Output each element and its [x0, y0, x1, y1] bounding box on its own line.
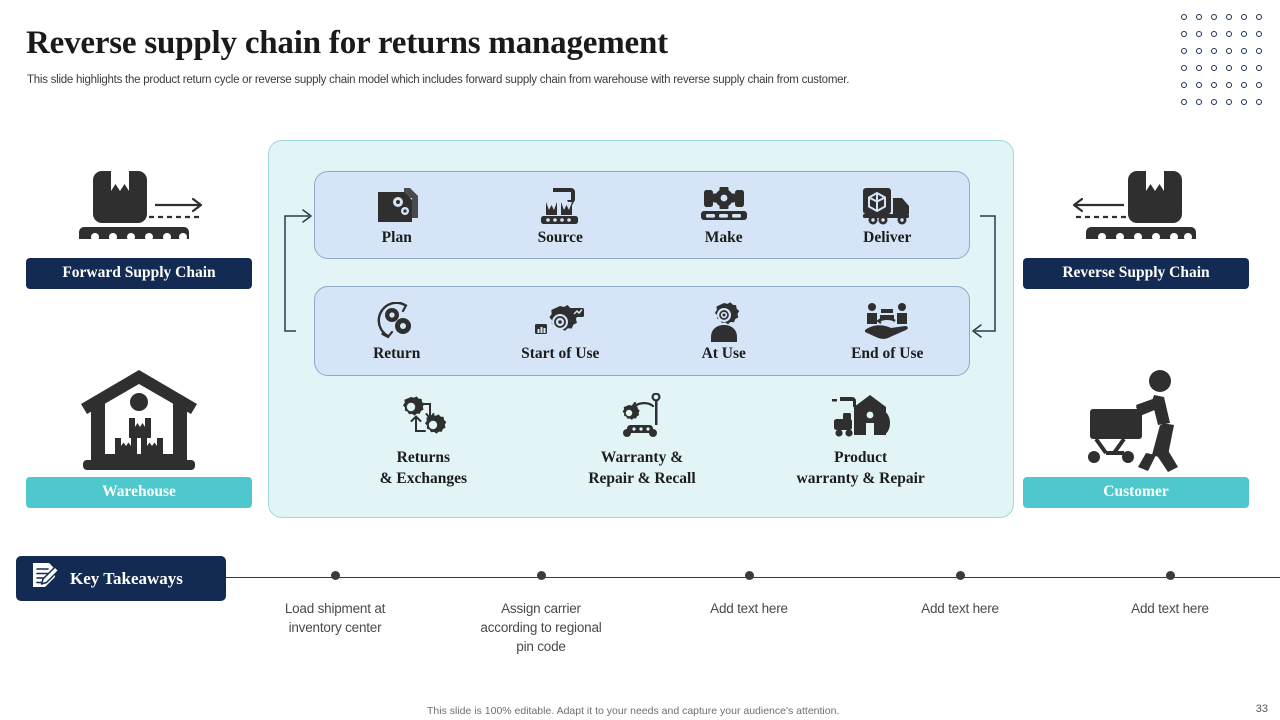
- panel-bottom-items: Returns & Exchanges: [314, 393, 970, 489]
- warranty-repair-robot-icon: [615, 393, 669, 439]
- page-subtitle: This slide highlights the product return…: [27, 74, 850, 86]
- bottom-item-label: Warranty & Repair & Recall: [588, 449, 696, 487]
- process-cell-make[interactable]: Make: [642, 172, 806, 258]
- source-crane-icon: [537, 184, 583, 226]
- process-cell-plan[interactable]: Plan: [315, 172, 479, 258]
- process-label: Start of Use: [521, 345, 600, 363]
- timeline-item-5[interactable]: Add text here: [1085, 571, 1255, 618]
- timeline-dot: [1165, 571, 1175, 580]
- customer-shopping-cart-icon: [1023, 365, 1249, 477]
- timeline-item-3[interactable]: Add text here: [664, 571, 834, 618]
- bottom-item-product-warranty-repair[interactable]: Product warranty & Repair: [751, 393, 970, 489]
- bottom-item-label: Returns & Exchanges: [379, 449, 468, 487]
- plan-document-gear-icon: [374, 184, 420, 226]
- process-cell-source[interactable]: Source: [479, 172, 643, 258]
- product-warranty-shop-icon: [830, 393, 892, 439]
- bottom-item-label: Product warranty & Repair: [796, 449, 925, 487]
- timeline-text: Add text here: [1131, 601, 1209, 616]
- timeline-text: Add text here: [921, 601, 999, 616]
- process-label: End of Use: [851, 345, 924, 363]
- document-pencil-icon: [30, 561, 60, 596]
- process-label: Plan: [381, 229, 412, 247]
- start-of-use-gear-icon: [533, 300, 587, 342]
- forward-supply-chain-badge[interactable]: Forward Supply Chain: [26, 258, 252, 289]
- process-label: Return: [373, 345, 421, 363]
- forward-supply-chain-group: Forward Supply Chain: [26, 160, 252, 289]
- reverse-process-row: Return: [314, 286, 970, 376]
- timeline-text: Assign carrier according to regional pin…: [480, 601, 602, 655]
- end-of-use-hand-icon: [863, 300, 911, 342]
- process-cell-end-of-use[interactable]: End of Use: [806, 287, 970, 375]
- timeline-text: Add text here: [710, 601, 788, 616]
- key-takeaways-label: Key Takeaways: [70, 568, 183, 588]
- process-cell-start-of-use[interactable]: Start of Use: [479, 287, 643, 375]
- process-cell-at-use[interactable]: At Use: [642, 287, 806, 375]
- timeline-dot: [536, 571, 546, 580]
- at-use-person-gear-icon: [703, 300, 745, 343]
- supply-chain-panel: Plan: [268, 140, 1014, 518]
- process-label: Deliver: [863, 229, 912, 247]
- warehouse-group: Warehouse: [26, 365, 252, 508]
- process-label: Source: [537, 229, 583, 247]
- customer-badge[interactable]: Customer: [1023, 477, 1249, 508]
- warehouse-icon: [26, 365, 252, 477]
- page-number: 33: [1255, 703, 1268, 715]
- make-factory-line-icon: [698, 184, 750, 226]
- process-label: At Use: [701, 345, 746, 363]
- process-cell-deliver[interactable]: Deliver: [806, 172, 970, 258]
- timeline-dot: [330, 571, 340, 580]
- timeline-dot: [744, 571, 754, 580]
- timeline-item-1[interactable]: Load shipment at inventory center: [250, 571, 420, 637]
- timeline-item-4[interactable]: Add text here: [875, 571, 1045, 618]
- bottom-item-returns-exchanges[interactable]: Returns & Exchanges: [314, 393, 533, 489]
- warehouse-badge[interactable]: Warehouse: [26, 477, 252, 508]
- process-label: Make: [704, 229, 743, 247]
- forward-process-row: Plan: [314, 171, 970, 259]
- page-title: Reverse supply chain for returns managem…: [26, 25, 668, 61]
- dot-grid-decoration: [1176, 8, 1266, 110]
- reverse-supply-chain-group: Reverse Supply Chain: [1023, 160, 1249, 289]
- footer-note: This slide is 100% editable. Adapt it to…: [427, 705, 840, 717]
- process-cell-return[interactable]: Return: [315, 287, 479, 375]
- reverse-supply-chain-badge[interactable]: Reverse Supply Chain: [1023, 258, 1249, 289]
- returns-exchange-gears-icon: [395, 393, 451, 439]
- timeline-dot: [955, 571, 965, 580]
- conveyor-box-reverse-icon: [1023, 160, 1249, 248]
- customer-group: Customer: [1023, 365, 1249, 508]
- key-takeaways-badge[interactable]: Key Takeaways: [16, 556, 226, 601]
- conveyor-box-forward-icon: [26, 160, 252, 248]
- timeline-text: Load shipment at inventory center: [284, 601, 386, 636]
- timeline-item-2[interactable]: Assign carrier according to regional pin…: [456, 571, 626, 656]
- return-gears-cycle-icon: [375, 300, 419, 342]
- deliver-truck-icon: [861, 184, 913, 226]
- bottom-item-warranty-repair-recall[interactable]: Warranty & Repair & Recall: [533, 393, 752, 489]
